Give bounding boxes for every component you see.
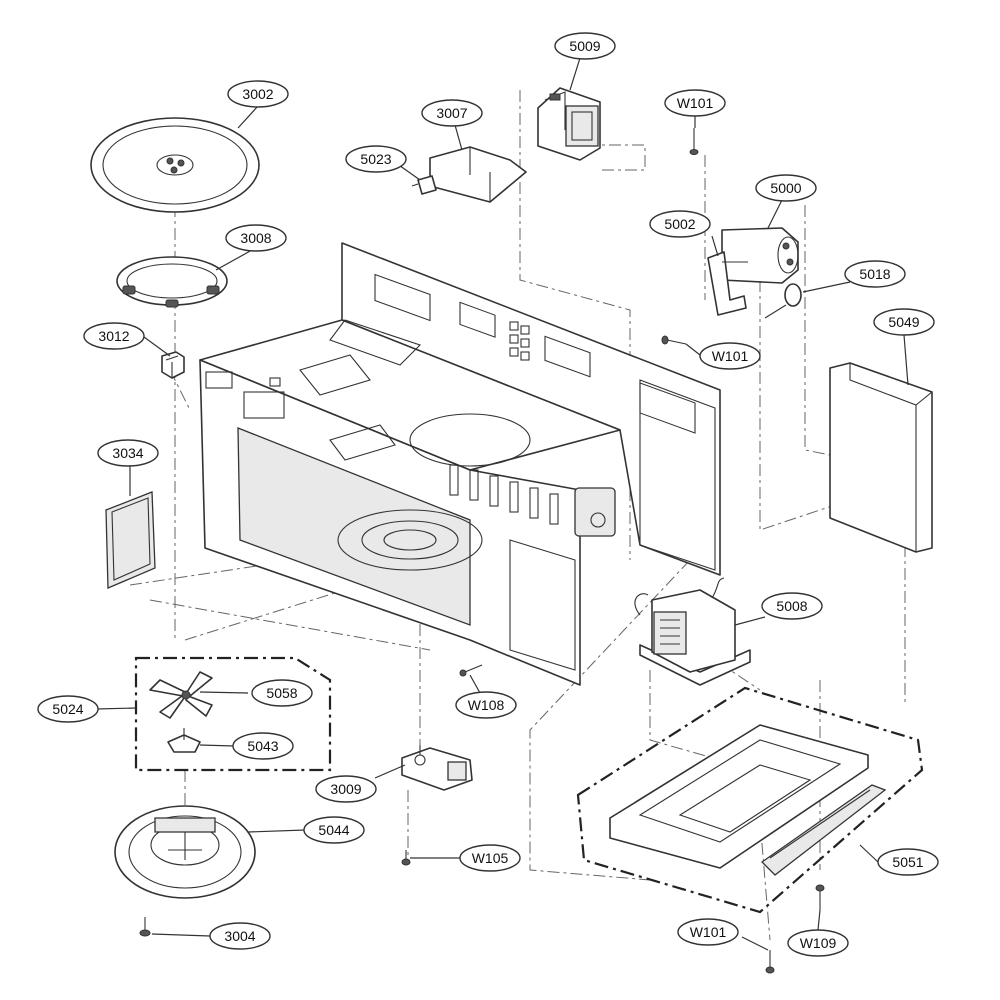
screw-3004 [139,917,151,937]
screw-w101-top [689,128,699,155]
callout-label-5009: 5009 [569,38,600,54]
screw-w108 [459,664,483,677]
callout-label-5023: 5023 [360,151,391,167]
callout-w101-mid: W101 [699,342,761,370]
callout-label-3002: 3002 [242,86,273,102]
coupler-3012 [161,351,185,379]
callout-w105: W105 [459,844,521,872]
cover-3007 [429,146,527,203]
oven-cavity-chassis [199,242,721,686]
callout-5043: 5043 [232,732,294,760]
callout-5024: 5024 [37,695,99,723]
callout-label-w101-mid: W101 [712,348,749,364]
callout-label-w101-top: W101 [677,95,714,111]
callout-5051: 5051 [877,848,939,876]
fan-assembly-box-5024 [134,656,332,772]
callout-3007: 3007 [421,99,483,127]
callout-3004: 3004 [209,922,271,950]
fan-motor-5043 [167,728,201,753]
callout-w101-top: W101 [664,89,726,117]
leader-lines [95,57,909,951]
callout-label-3004: 3004 [224,928,255,944]
callout-label-3012: 3012 [98,328,129,344]
callout-label-w105: W105 [472,850,509,866]
callout-3009: 3009 [315,775,377,803]
callout-label-5049: 5049 [888,314,919,330]
callout-label-3008: 3008 [240,230,271,246]
callout-label-5051: 5051 [892,854,923,870]
callout-label-5024: 5024 [52,701,83,717]
screw-w101-mid [661,335,687,345]
callout-3002: 3002 [227,80,289,108]
callout-3012: 3012 [83,322,145,350]
screw-w101-bottom [765,950,775,974]
callout-label-3034: 3034 [112,445,143,461]
callout-label-5043: 5043 [247,738,278,754]
callout-5044: 5044 [303,816,365,844]
callout-label-5058: 5058 [266,685,297,701]
callout-w109: W109 [787,929,849,957]
callout-w108: W108 [455,691,517,719]
turntable-motor-3009 [401,745,473,791]
callout-5049: 5049 [873,308,935,336]
bracket-5002 [707,251,748,316]
side-panel-5049 [829,362,933,553]
callout-label-3009: 3009 [330,781,361,797]
callout-label-w108: W108 [468,697,505,713]
magnetron-5009 [537,87,601,161]
callout-w101-bottom: W101 [677,918,739,946]
callout-5058: 5058 [251,679,313,707]
callout-5008: 5008 [761,592,823,620]
turntable-tray-3002 [90,117,260,213]
capacitor-5000 [721,227,799,284]
callout-label-5002: 5002 [664,216,695,232]
waveguide-cover-3034 [105,491,156,589]
callout-5023: 5023 [345,145,407,173]
callout-5009: 5009 [554,32,616,60]
callout-label-5018: 5018 [859,266,890,282]
callout-label-5008: 5008 [776,598,807,614]
callout-label-w109: W109 [800,935,837,951]
callout-5018: 5018 [844,260,906,288]
callout-3034: 3034 [97,439,159,467]
diode-5018 [764,283,802,319]
base-plate-5051 [576,686,924,914]
transformer-5008 [634,577,751,686]
fan-blade-5058 [149,671,213,719]
callout-label-5044: 5044 [318,822,349,838]
callout-label-3007: 3007 [436,105,467,121]
connector-5023 [411,175,437,195]
callout-5000: 5000 [755,174,817,202]
callout-label-5000: 5000 [770,180,801,196]
fan-duct-5044 [114,805,256,899]
roller-ring-3008 [116,256,228,308]
callout-3008: 3008 [225,224,287,252]
screw-w105 [401,850,411,866]
screw-w109 [815,884,825,910]
callout-5002: 5002 [649,210,711,238]
callout-label-w101-bottom: W101 [690,924,727,940]
